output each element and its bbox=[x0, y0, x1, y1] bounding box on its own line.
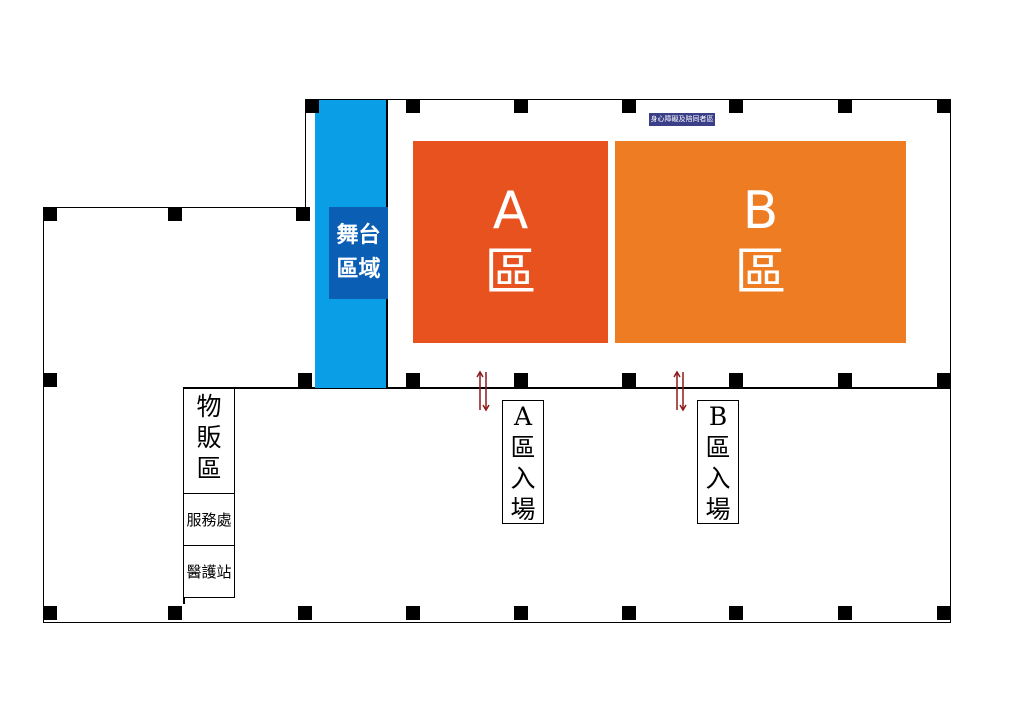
wall-bottom bbox=[43, 622, 951, 623]
pillar bbox=[43, 373, 57, 387]
pillar bbox=[838, 373, 852, 387]
entrance-b-arrow-icon bbox=[673, 370, 687, 412]
pillar bbox=[514, 373, 528, 387]
entrance-a-arrow-icon bbox=[476, 370, 490, 412]
pillar bbox=[514, 99, 528, 113]
pillar bbox=[43, 207, 57, 221]
entrance-a-char: 入 bbox=[510, 464, 536, 493]
zone-a-letter: A bbox=[492, 181, 529, 241]
pillar bbox=[406, 373, 420, 387]
wall-left bbox=[43, 207, 44, 623]
pillar bbox=[298, 373, 312, 387]
zone-a: A 區 bbox=[413, 141, 608, 343]
zone-a-label: 區 bbox=[484, 243, 537, 303]
entrance-b-char: 區 bbox=[705, 433, 731, 462]
pillar bbox=[622, 373, 636, 387]
pillar bbox=[168, 207, 182, 221]
wall-right bbox=[950, 99, 951, 623]
pillar bbox=[406, 606, 420, 620]
pillar bbox=[43, 606, 57, 620]
merchandise-area: 物 販 區 bbox=[184, 389, 235, 494]
entrance-b-label: B 區 入 場 bbox=[697, 400, 739, 524]
pillar bbox=[838, 99, 852, 113]
entrance-b-char: 場 bbox=[705, 495, 731, 524]
pillar bbox=[622, 606, 636, 620]
accessible-area-badge: 身心障礙及陪同者區 bbox=[649, 113, 715, 126]
stage-label-line2: 區域 bbox=[336, 257, 381, 282]
zone-b-letter: B bbox=[742, 181, 779, 241]
pillar bbox=[729, 99, 743, 113]
zone-b: B 區 bbox=[615, 141, 906, 343]
service-desk: 服務處 bbox=[184, 494, 235, 546]
zone-b-label: 區 bbox=[734, 243, 787, 303]
entrance-a-char: A bbox=[513, 402, 533, 431]
merch-char: 販 bbox=[196, 423, 222, 452]
pillar bbox=[168, 606, 182, 620]
pillar bbox=[937, 99, 951, 113]
pillar bbox=[514, 606, 528, 620]
pillar bbox=[298, 606, 312, 620]
merch-char: 區 bbox=[196, 454, 222, 483]
pillar bbox=[296, 207, 310, 221]
pillar bbox=[937, 606, 951, 620]
pillar bbox=[729, 606, 743, 620]
entrance-a-char: 區 bbox=[510, 433, 536, 462]
pillar bbox=[838, 606, 852, 620]
pillar bbox=[305, 99, 319, 113]
entrance-b-char: B bbox=[708, 402, 728, 431]
stage-label: 舞台 區域 bbox=[329, 207, 388, 299]
pillar bbox=[622, 99, 636, 113]
partition-horizontal bbox=[184, 387, 951, 389]
entrance-b-char: 入 bbox=[705, 464, 731, 493]
stage-label-line1: 舞台 bbox=[336, 223, 381, 248]
wall-step bbox=[305, 99, 306, 208]
pillar bbox=[937, 373, 951, 387]
medical-station: 醫護站 bbox=[184, 546, 235, 598]
pillar bbox=[729, 373, 743, 387]
entrance-a-char: 場 bbox=[510, 495, 536, 524]
entrance-a-label: A 區 入 場 bbox=[502, 400, 544, 524]
merch-char: 物 bbox=[196, 392, 222, 421]
pillar bbox=[406, 99, 420, 113]
